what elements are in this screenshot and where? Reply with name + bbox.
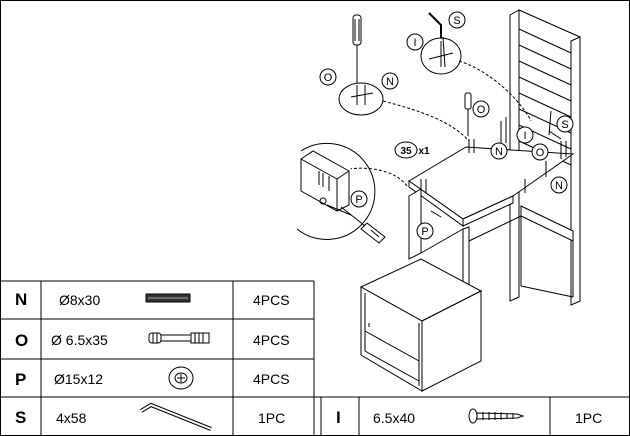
callout-n-1: N xyxy=(386,76,394,88)
callout-s-2: S xyxy=(561,119,568,131)
callout-n-2: N xyxy=(495,146,503,158)
detail-bubble-on xyxy=(338,82,384,116)
detail-connectors xyxy=(348,60,532,187)
part-code: N xyxy=(15,290,28,309)
part-size: Ø15x12 xyxy=(54,371,104,387)
screwdriver-top xyxy=(352,14,362,93)
part-code: I xyxy=(336,408,341,427)
part-qty: 4PCS xyxy=(253,292,290,308)
callout-p-2: P xyxy=(355,194,362,206)
callout-p-1: P xyxy=(421,226,428,238)
part-size: Ø8x30 xyxy=(59,292,101,308)
part-size: 4x58 xyxy=(56,410,87,426)
callout-i-1: I xyxy=(413,37,416,49)
callout-texts: O N S I O N I S O N P P 35 x1 xyxy=(324,15,569,238)
callout-o-3: O xyxy=(536,147,545,159)
callout-n-3: N xyxy=(555,180,563,192)
callout-o-2: O xyxy=(477,104,486,116)
part-qty: 1PC xyxy=(575,410,603,426)
desk-unit xyxy=(359,146,575,392)
callout-i-2: I xyxy=(523,130,526,142)
step-multiplier: x1 xyxy=(418,146,430,157)
callout-o-1: O xyxy=(324,72,333,84)
screwdriver-detail xyxy=(340,206,386,244)
screwdriver-small xyxy=(464,92,472,136)
allen-key-icon xyxy=(139,402,212,431)
part-size: 6.5x40 xyxy=(373,410,416,426)
detail-bubble-is xyxy=(420,36,462,75)
part-qty: 1PC xyxy=(258,410,286,426)
callout-s-1: S xyxy=(453,15,460,27)
part-code: S xyxy=(15,408,27,427)
part-size: Ø 6.5x35 xyxy=(51,332,108,348)
detail-bubble-right xyxy=(548,130,562,140)
cam-lock-icon xyxy=(168,366,194,390)
cam-bolt-icon xyxy=(148,332,210,344)
callout-labels xyxy=(319,11,574,240)
dowel-icon xyxy=(145,293,191,303)
detail-circle-p xyxy=(281,142,376,240)
screw-icon xyxy=(468,408,525,424)
part-qty: 4PCS xyxy=(253,371,290,387)
board-fixings xyxy=(420,110,567,218)
part-code: O xyxy=(15,331,29,350)
part-code: P xyxy=(15,370,27,389)
parts-table-grid xyxy=(1,280,629,435)
part-qty: 4PCS xyxy=(253,332,290,348)
step-badge: 35 xyxy=(400,146,412,157)
